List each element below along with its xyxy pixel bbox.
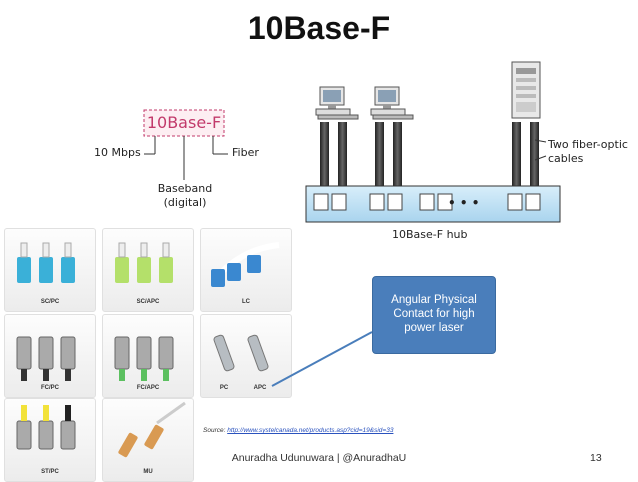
- naming-box-label: 10Base-F: [146, 113, 222, 132]
- signal-label-line2: (digital): [163, 196, 207, 209]
- connector-photo-pc-apc: [213, 334, 269, 372]
- connector-caption: SC/PC: [40, 299, 60, 305]
- connector-caption: ST/PC: [41, 469, 59, 475]
- hub-topology-drawing: [305, 61, 561, 223]
- connector-photo-st-pc: [16, 405, 76, 450]
- connector-photo-fc-pc: [16, 336, 76, 381]
- connector-lc: LC: [200, 228, 292, 312]
- signal-label-line1: Baseband: [157, 182, 213, 195]
- callout-box: Angular Physical Contact for high power …: [372, 276, 496, 354]
- connector-caption: APC: [253, 385, 267, 391]
- connector-caption: FC/APC: [136, 385, 160, 391]
- callout-line: power laser: [404, 322, 464, 334]
- cables-label-line1: Two fiber-optic: [548, 138, 628, 151]
- medium-label: Fiber: [232, 146, 259, 159]
- slide-title: 10Base-F: [247, 10, 391, 46]
- connector-caption: PC: [219, 385, 229, 391]
- connector-grid: SC/PC SC/APC LC FC/PC FC/APC: [4, 228, 296, 482]
- connector-sc-apc: SC/APC: [102, 228, 194, 312]
- server-icon: [511, 61, 541, 119]
- hub-ports: [313, 193, 541, 211]
- computer-icon: [315, 86, 359, 120]
- naming-diagram: 10Base-F 10 Mbps Fiber Baseband (digital…: [80, 100, 300, 220]
- speed-label: 10 Mbps: [94, 146, 141, 159]
- computer-icon: [370, 86, 414, 120]
- naming-diagram-lines: [143, 109, 228, 180]
- hub-topology: • • • Two fiber-optic cables 10Base-F hu…: [300, 60, 628, 250]
- hub-ellipsis: • • •: [448, 196, 480, 210]
- connector-st-pc: ST/PC: [4, 398, 96, 482]
- source-link[interactable]: http://www.systelcanada.net/products.asp…: [227, 427, 394, 434]
- connector-caption: MU: [143, 469, 153, 475]
- connector-photo-sc-apc: [115, 242, 173, 283]
- connector-caption: FC/PC: [41, 385, 59, 391]
- cables-label-line2: cables: [548, 152, 584, 165]
- hub-label: 10Base-F hub: [392, 228, 468, 241]
- callout-line: Angular Physical: [391, 294, 477, 306]
- callout-line: Contact for high: [393, 308, 475, 320]
- connector-photo-sc-pc: [17, 242, 75, 283]
- connector-fc-pc: FC/PC: [4, 314, 96, 398]
- connector-sc-pc: SC/PC: [4, 228, 96, 312]
- footer-author: Anuradha Udunuwara | @AnuradhaU: [231, 452, 407, 464]
- source-prefix: Source:: [203, 427, 228, 434]
- connector-fc-apc: FC/APC: [102, 314, 194, 398]
- connector-caption: LC: [242, 299, 250, 305]
- connector-caption: SC/APC: [136, 299, 160, 305]
- connector-photo-fc-apc: [114, 336, 174, 381]
- fiber-cables: [320, 122, 539, 192]
- connector-photo-mu: [118, 401, 186, 458]
- source-citation: Source: http://www.systelcanada.net/prod…: [203, 427, 393, 434]
- connector-mu: MU: [102, 398, 194, 482]
- page-number: 13: [590, 452, 602, 464]
- connector-photo-lc: [211, 242, 280, 287]
